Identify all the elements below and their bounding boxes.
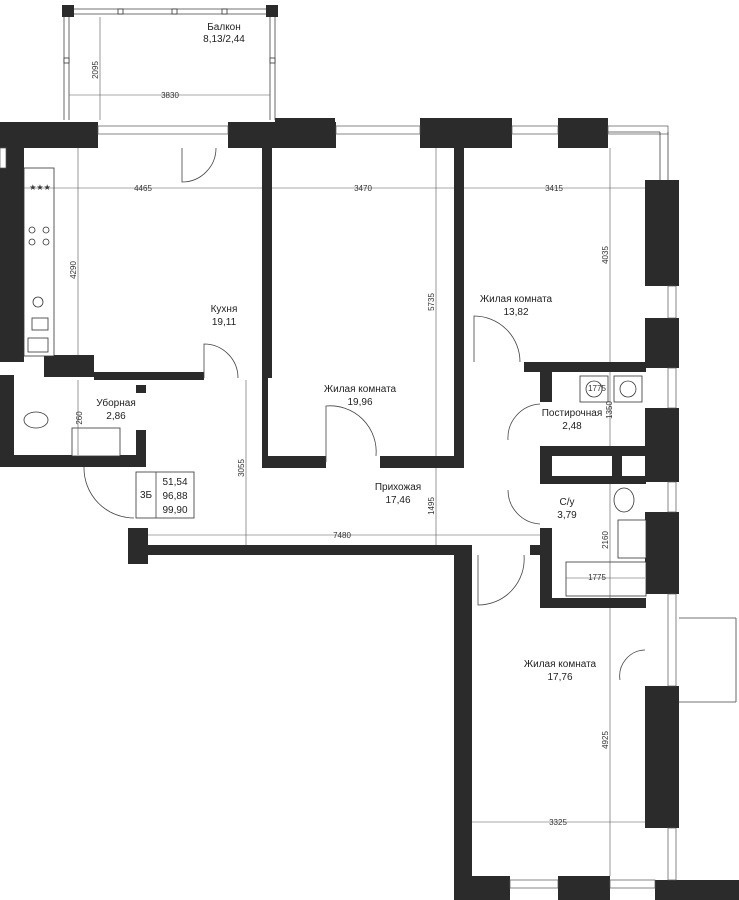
dim-3830: 3830 [161, 91, 179, 100]
toilet-area: 2,86 [106, 411, 126, 422]
dim-5735: 5735 [427, 293, 436, 311]
living2-area: 13,82 [503, 307, 528, 318]
dim-1775-bottom: 1775 [588, 573, 606, 582]
dim-4290: 4290 [69, 261, 78, 279]
dim-3415: 3415 [545, 184, 563, 193]
living2-name: Жилая комната [480, 294, 553, 305]
dim-7480: 7480 [333, 531, 351, 540]
doors [83, 147, 646, 681]
kitchen-name: Кухня [211, 304, 238, 315]
dim-2160: 2160 [601, 531, 610, 549]
room-labels: Балкон 8,13/2,44 Кухня 19,11 Жилая комна… [96, 22, 602, 683]
living3-name: Жилая комната [524, 659, 597, 670]
dim-1775-top: 1775 [588, 384, 606, 393]
toilet-name: Уборная [96, 397, 135, 409]
dim-4925: 4925 [601, 731, 610, 749]
bath-sink [617, 519, 647, 559]
dim-1350: 1350 [605, 401, 614, 419]
summary-table: 3Б 51,54 96,88 99,90 [135, 471, 195, 519]
hall-area: 17,46 [385, 495, 410, 506]
living3-area: 17,76 [547, 672, 572, 683]
hall-name: Прихожая [375, 482, 421, 493]
laundry-area: 2,48 [562, 421, 582, 432]
summary-living-area: 51,54 [162, 477, 187, 488]
dim-4465: 4465 [134, 184, 152, 193]
toilet-sink [71, 427, 121, 457]
dim-3325: 3325 [549, 818, 567, 827]
summary-total-area: 96,88 [162, 491, 187, 502]
dimension-labels: 2095 3830 4465 3470 3415 4290 5735 4035 … [69, 61, 614, 827]
balcony-name: Балкон [207, 22, 241, 33]
laundry-name: Постирочная [542, 408, 603, 419]
dim-3470: 3470 [354, 184, 372, 193]
balcony-area: 8,13/2,44 [203, 34, 245, 45]
fixtures: ★★★ [23, 167, 647, 597]
dim-4035: 4035 [601, 246, 610, 264]
dim-2095: 2095 [91, 61, 100, 79]
toilet-icon [23, 411, 49, 429]
bath-toilet-icon [613, 487, 635, 513]
dim-1495: 1495 [427, 497, 436, 515]
apartment-type: 3Б [140, 490, 153, 501]
bathtub-icon [565, 561, 647, 597]
living1-area: 19,96 [347, 397, 372, 408]
summary-total-with-balcony: 99,90 [162, 505, 187, 516]
bath-name: С/у [560, 497, 575, 508]
windows [0, 125, 737, 889]
kitchen-area: 19,11 [212, 317, 237, 328]
bath-area: 3,79 [557, 510, 577, 521]
dim-260: 260 [75, 411, 84, 425]
dimension-lines [24, 17, 645, 876]
balcony [62, 5, 278, 120]
dim-3055: 3055 [237, 459, 246, 477]
living1-name: Жилая комната [324, 384, 397, 395]
sink-icon [32, 296, 44, 308]
svg-text:★★★: ★★★ [29, 183, 51, 192]
